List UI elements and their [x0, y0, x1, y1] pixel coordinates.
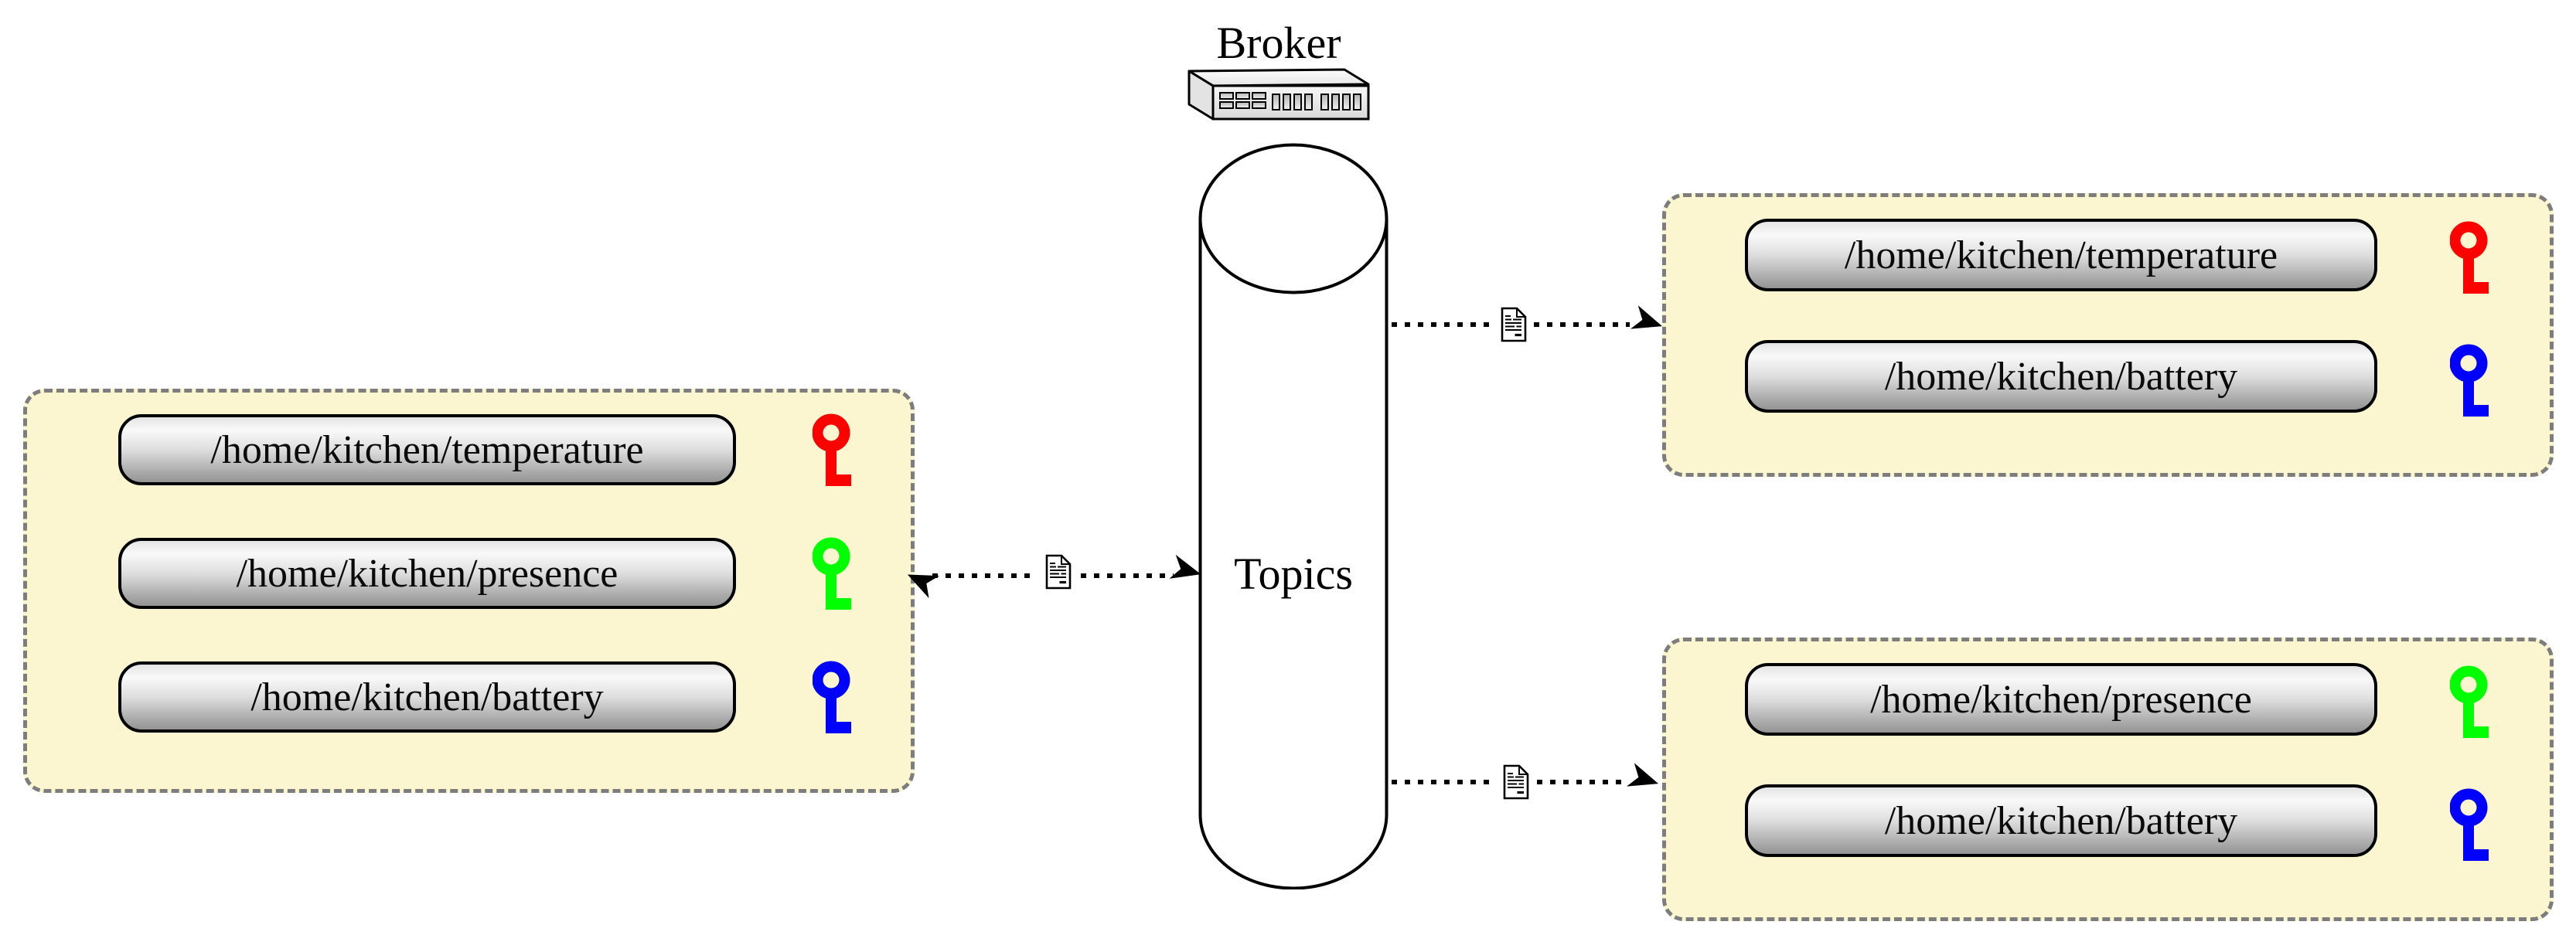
topic-pill-label: /home/kitchen/presence	[236, 551, 618, 596]
arrowhead-icon	[1625, 763, 1662, 796]
blue-key-icon	[2450, 788, 2490, 861]
blue-key-icon	[2450, 344, 2490, 417]
topic-pill-label: /home/kitchen/temperature	[1844, 233, 2278, 277]
dotted-connector	[1392, 780, 1496, 784]
arrowhead-icon	[1629, 305, 1666, 338]
message-document-icon	[1045, 554, 1072, 590]
green-key-icon	[2450, 665, 2490, 738]
topic-pill: /home/kitchen/temperature	[1745, 219, 2377, 291]
topic-pill-label: /home/kitchen/temperature	[210, 427, 644, 472]
broker-label: Broker	[1216, 18, 1341, 68]
topic-pill: /home/kitchen/battery	[1745, 340, 2377, 413]
dotted-connector	[1392, 322, 1496, 327]
dotted-connector	[932, 573, 1038, 578]
blue-key-icon	[813, 661, 853, 733]
topic-pill-label: /home/kitchen/battery	[250, 675, 604, 719]
dotted-connector	[1537, 780, 1627, 784]
topic-pill-label: /home/kitchen/presence	[1870, 677, 2252, 722]
topic-pill: /home/kitchen/presence	[118, 538, 736, 609]
message-document-icon	[1501, 307, 1527, 342]
topic-pill-label: /home/kitchen/battery	[1884, 354, 2238, 399]
topic-pill: /home/kitchen/presence	[1745, 663, 2377, 736]
red-key-icon	[813, 413, 853, 486]
topic-pill: /home/kitchen/battery	[118, 661, 736, 733]
red-key-icon	[2450, 221, 2490, 294]
network-switch-icon	[1187, 68, 1370, 121]
topic-pill: /home/kitchen/battery	[1745, 784, 2377, 857]
topics-label: Topics	[1234, 549, 1353, 599]
green-key-icon	[813, 537, 853, 610]
topic-pill-label: /home/kitchen/battery	[1884, 798, 2238, 843]
topics-cylinder	[1198, 143, 1389, 889]
message-document-icon	[1503, 764, 1529, 800]
dotted-connector	[1081, 573, 1174, 578]
topic-pill: /home/kitchen/temperature	[118, 414, 736, 485]
dotted-connector	[1534, 322, 1630, 327]
